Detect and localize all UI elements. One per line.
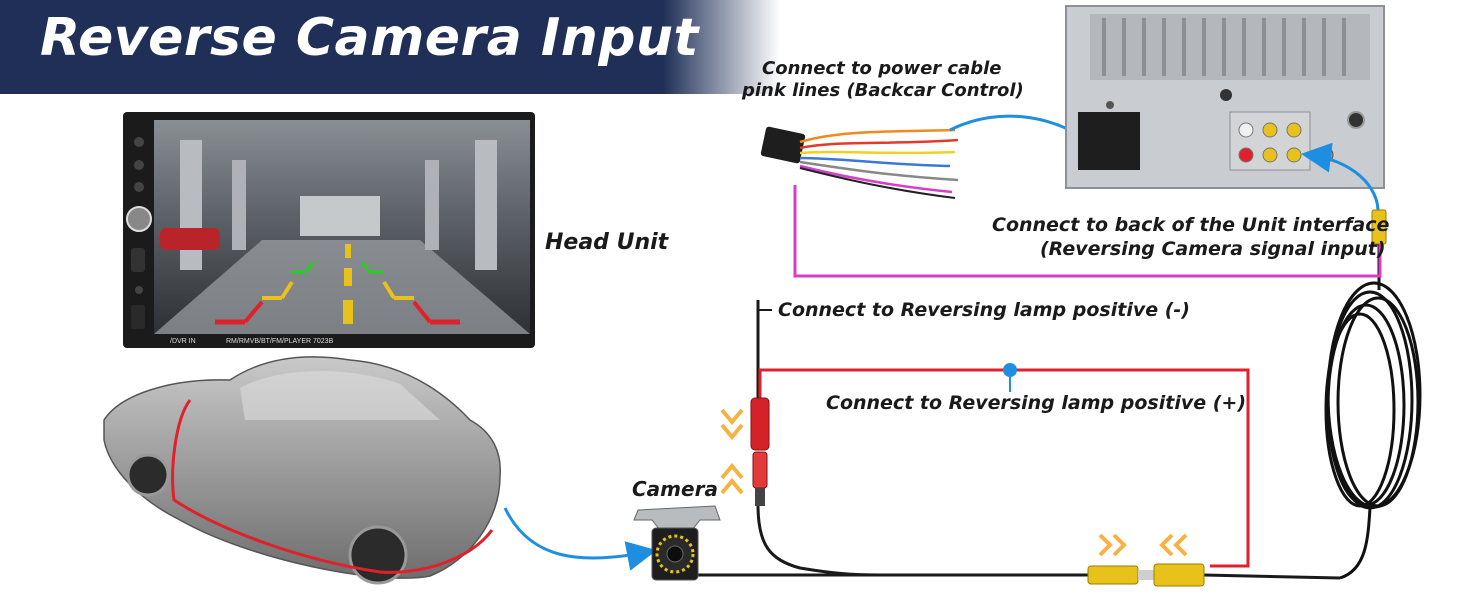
power-connector-image [760, 126, 961, 207]
head-unit-label: Head Unit [545, 230, 669, 255]
rca-to-unit-arrow [1301, 142, 1380, 216]
red-wire-junction [1003, 363, 1017, 377]
title-banner [0, 0, 780, 94]
head-unit-image [123, 112, 535, 348]
red-wire [758, 368, 1250, 568]
rca-coupler [1087, 563, 1205, 587]
back-unit-label-line2: (Reversing Camera signal input) [1040, 238, 1386, 260]
pink-wire [793, 185, 1382, 278]
red-power-plug [750, 397, 770, 506]
page-title: Reverse Camera Input [40, 8, 699, 68]
plug-glow-chevrons [720, 408, 744, 495]
camera-image [633, 505, 721, 581]
car-to-camera-arrow [503, 507, 657, 571]
camera-label: Camera [632, 477, 718, 501]
cable-coil-image [1324, 281, 1422, 580]
back-unit-label-line1: Connect to back of the Unit interface [992, 214, 1390, 236]
model-label: RM/RMVB/BT/FM/PLAYER 7023B [226, 338, 334, 345]
unit-back-image [1065, 5, 1385, 189]
lamp-negative-label: Connect to Reversing lamp positive (-) [778, 299, 1190, 321]
coupler-glow-chevrons [1098, 533, 1188, 557]
lamp-positive-label: Connect to Reversing lamp positive (+) [826, 392, 1247, 414]
power-cable-label-line2: pink lines (Backcar Control) [742, 80, 1024, 101]
dvr-in-label: /DVR IN [170, 338, 196, 345]
power-cable-label-line1: Connect to power cable [762, 58, 1002, 79]
car-image [103, 356, 501, 585]
